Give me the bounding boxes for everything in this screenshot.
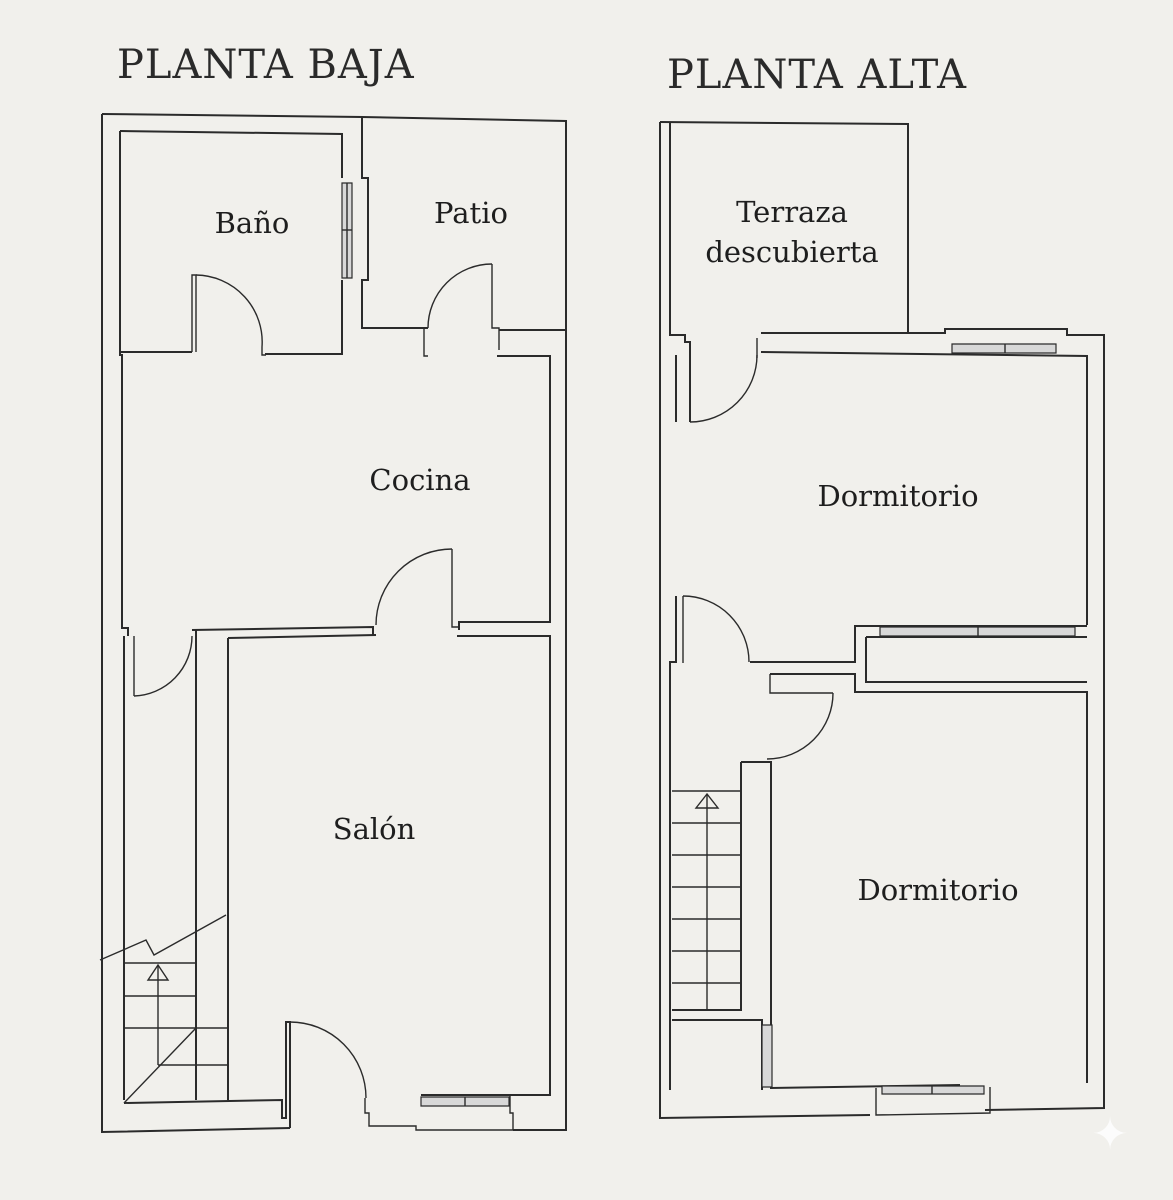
room-label-patio: Patio <box>434 196 508 230</box>
ground-floor-stairs <box>100 915 228 1103</box>
door-terrace <box>690 355 757 422</box>
upper-floor-doors <box>683 355 833 759</box>
door-kitchen-salon <box>376 549 452 625</box>
room-label-terraza: Terraza <box>736 195 848 229</box>
door-bedroom2 <box>767 693 833 759</box>
room-label-dormitorio-1: Dormitorio <box>817 479 979 513</box>
window-storage <box>762 1025 772 1087</box>
room-label-bano: Baño <box>214 206 290 240</box>
upper-floor-title: PLANTA ALTA <box>667 52 968 98</box>
door-corridor <box>134 636 192 696</box>
stairs-up-arrow-icon <box>148 965 168 980</box>
ground-floor-doors <box>134 264 492 1098</box>
sparkle-icon: ✦ <box>1091 1109 1129 1160</box>
room-label-terraza-line2: descubierta <box>705 235 879 269</box>
door-patio <box>428 264 492 328</box>
stairs-up-arrow-icon <box>696 794 718 808</box>
upper-floor-stairs <box>672 791 741 1010</box>
room-label-dormitorio-2: Dormitorio <box>857 873 1019 907</box>
upper-floor-walls <box>660 122 1104 1118</box>
ground-floor-title: PLANTA BAJA <box>117 42 415 88</box>
door-entrance <box>290 1022 366 1098</box>
door-bedroom1 <box>683 596 749 662</box>
door-bathroom <box>196 275 262 347</box>
room-label-salon: Salón <box>332 812 416 846</box>
room-label-cocina: Cocina <box>369 463 471 497</box>
window-bedroom1 <box>952 344 1056 353</box>
window-bedroom2-front <box>882 1086 984 1094</box>
